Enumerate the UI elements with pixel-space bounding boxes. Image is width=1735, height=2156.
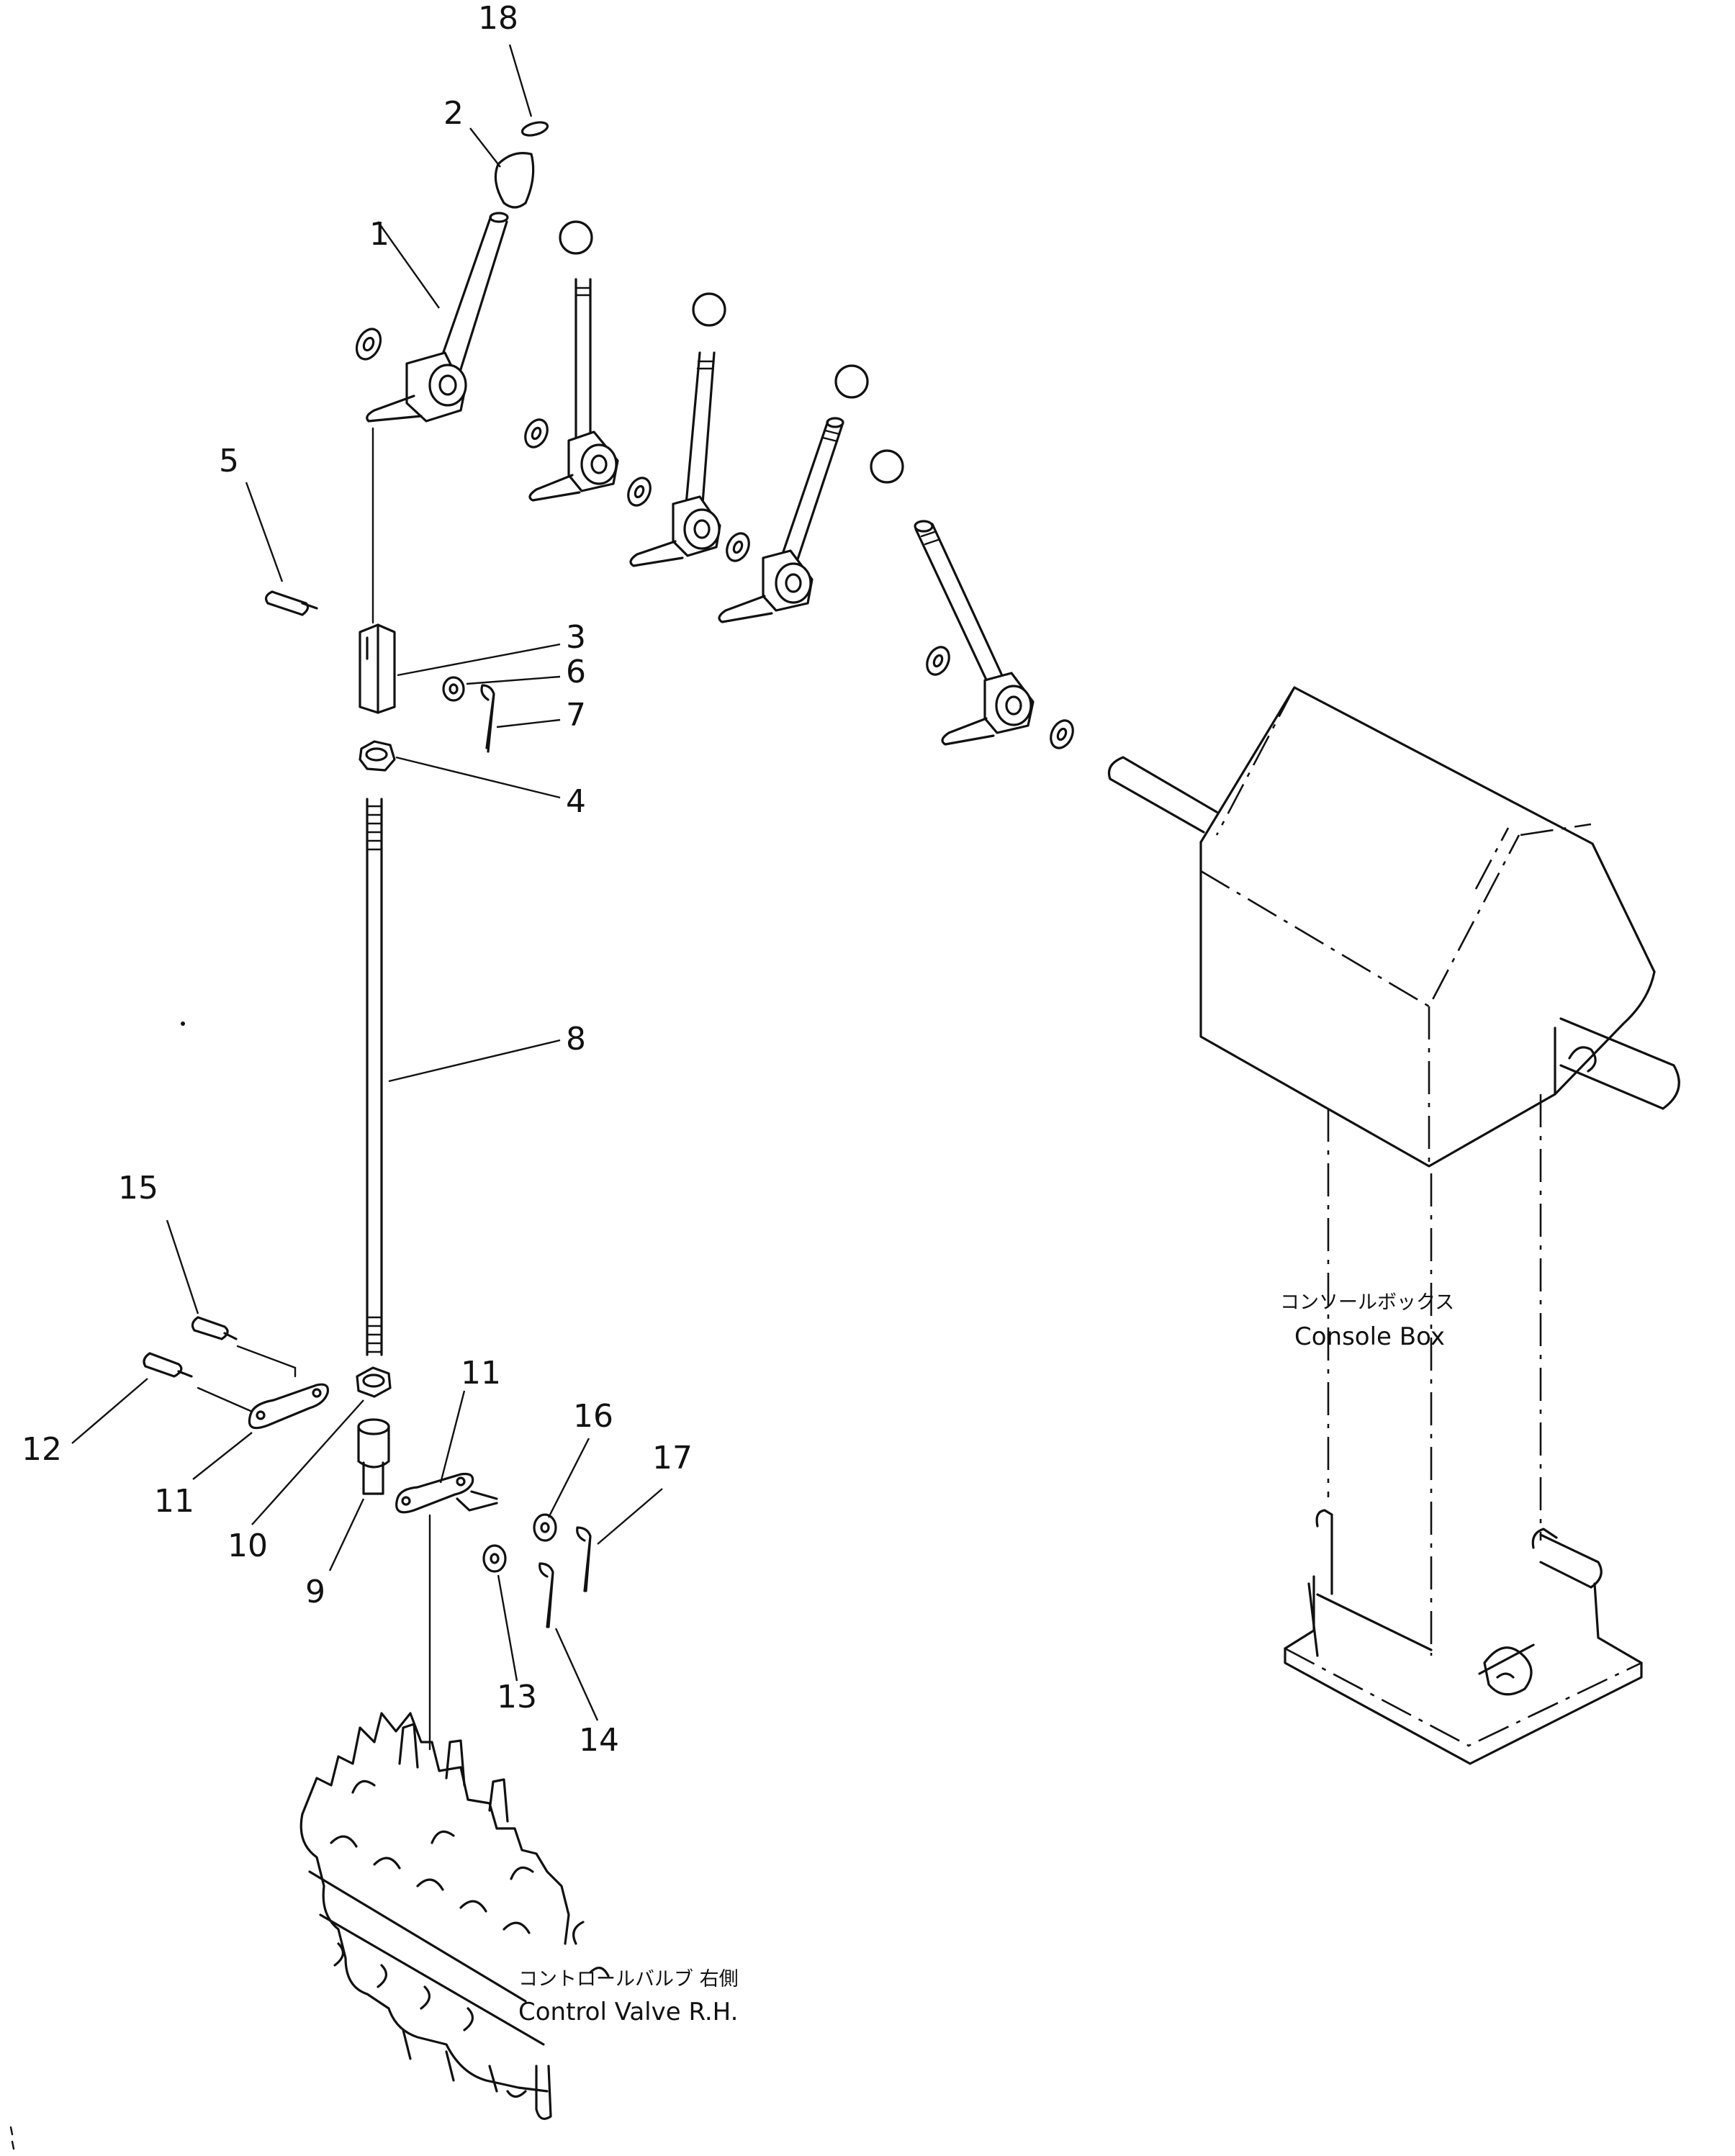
callout-12: 12 [22,1431,62,1468]
callout-16: 16 [573,1398,613,1435]
lever-set [524,220,1074,749]
callout-8: 8 [566,1021,586,1057]
control-valve-label-en: Control Valve R.H. [518,1998,738,2026]
callout-7: 7 [566,697,586,734]
stray-dot [181,1021,185,1026]
callout-10: 10 [227,1528,268,1564]
callout-9: 9 [305,1574,325,1610]
callout-13: 13 [497,1679,537,1715]
callout-3: 3 [566,619,586,656]
callout-11-left: 11 [154,1483,194,1520]
callout-17: 17 [652,1440,693,1476]
callout-14: 14 [579,1722,619,1759]
callout-15: 15 [118,1170,158,1206]
control-valve-label-jp: コントロールバルブ 右側 [518,1968,739,1990]
callout-11-right: 11 [461,1355,501,1392]
console-box-label-en: Console Box [1294,1322,1445,1351]
callout-18: 18 [478,0,518,37]
control-valve [299,1712,610,2120]
console-box [1107,686,1680,1765]
stray-mark [9,2126,15,2150]
callout-2: 2 [443,95,464,132]
callout-5: 5 [219,443,239,479]
console-box-label-jp: コンソールボックス [1280,1291,1454,1314]
callout-6: 6 [566,654,586,690]
callout-4: 4 [566,783,586,820]
callout-1: 1 [369,216,389,253]
